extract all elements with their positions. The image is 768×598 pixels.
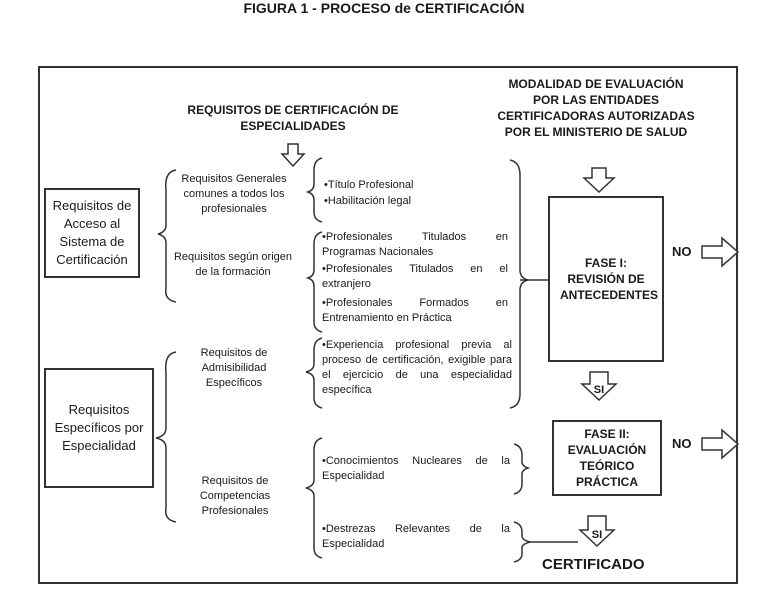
arrow-si-2: [578, 515, 616, 548]
figure-title: FIGURA 1 - PROCESO de CERTIFICACIÓN: [243, 0, 525, 16]
arrow-down-requisitos: [280, 143, 306, 168]
brace-acceso: [157, 169, 177, 303]
label-si-1: SI: [593, 384, 605, 396]
brace-competencias: [305, 437, 323, 559]
box-requisitos-acceso-label: Requisitos de Acceso al Sistema de Certi…: [52, 198, 132, 267]
arrow-si-1: [580, 371, 618, 402]
result-certificado: CERTIFICADO: [542, 556, 645, 573]
brace-admisibilidad: [305, 337, 323, 409]
box-fase-2-label: FASE II: EVALUACIÓN TEÓRICO PRÁCTICA: [567, 427, 647, 489]
brace-destrezas: [513, 521, 531, 563]
label-no-1: NO: [672, 244, 692, 259]
label-si-2: SI: [591, 529, 603, 541]
box-requisitos-acceso: Requisitos de Acceso al Sistema de Certi…: [44, 188, 140, 278]
label-requisitos-origen: Requisitos según origen de la formación: [173, 251, 293, 278]
box-fase-1-label: FASE I: REVISIÓN DE ANTECEDENTES: [560, 256, 659, 302]
item-habilitacion-legal: •Habilitación legal: [324, 195, 412, 207]
label-requisitos-admisibilidad: Requisitos de Admisibilidad Específicos: [200, 347, 268, 389]
brace-conocimientos: [513, 443, 531, 495]
diagram-frame: [38, 66, 738, 584]
label-requisitos-competencias: Requisitos de Competencias Profesionales: [199, 475, 271, 517]
brace-origen: [305, 231, 323, 333]
header-requisitos: REQUISITOS DE CERTIFICACIÓN DE ESPECIALI…: [187, 103, 399, 133]
item-conocimientos: •Conocimientos Nucleares de la Especiali…: [322, 455, 510, 482]
box-fase-2: FASE II: EVALUACIÓN TEÓRICO PRÁCTICA: [552, 420, 662, 496]
arrow-no-2: [701, 428, 740, 460]
item-prof-practica: •Profesionales Formados en Entrenamiento…: [322, 297, 508, 324]
item-destrezas: •Destrezas Relevantes de la Especialidad: [322, 523, 510, 550]
label-no-2: NO: [672, 436, 692, 451]
arrow-no-1: [701, 236, 740, 268]
item-prof-extranjero: •Profesionales Titulados en el extranjer…: [322, 263, 508, 290]
box-fase-1: FASE I: REVISIÓN DE ANTECEDENTES: [548, 196, 664, 362]
header-modalidad: MODALIDAD DE EVALUACIÓN POR LAS ENTIDADE…: [497, 77, 695, 139]
box-requisitos-especificos-label: Requisitos Específicos por Especialidad: [54, 402, 144, 453]
brace-generales: [305, 157, 323, 223]
arrow-down-modalidad: [582, 167, 616, 194]
item-titulo-profesional: •Título Profesional: [324, 179, 414, 191]
item-experiencia: •Experiencia profesional previa al proce…: [322, 339, 512, 396]
label-requisitos-generales: Requisitos Generales comunes a todos los…: [181, 173, 287, 215]
box-requisitos-especificos: Requisitos Específicos por Especialidad: [44, 368, 154, 488]
item-prof-nacionales: •Profesionales Titulados en Programas Na…: [322, 231, 508, 258]
brace-especificos: [155, 351, 177, 523]
